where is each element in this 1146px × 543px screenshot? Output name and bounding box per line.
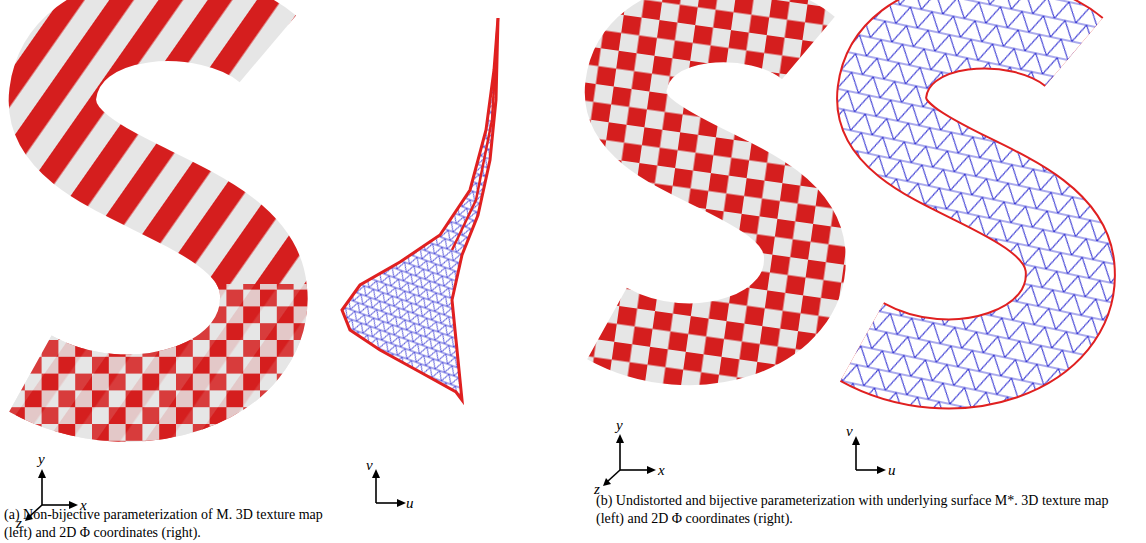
axis-label: y [616,418,623,433]
figure-caption: (b) Undistorted and bijective parameteri… [596,492,1116,527]
axis-label: u [406,496,414,511]
axis-label: y [38,452,45,467]
axis-label: v [366,458,373,473]
flat-mesh [862,24,1074,364]
axis-label: x [658,463,665,478]
s-surface-b [607,21,808,344]
axis-label: v [846,424,853,439]
s-surface-a [30,17,267,398]
figure-caption: (a) Non-bijective parameterization of M.… [4,506,344,541]
axis-label: u [888,463,896,478]
distorted-mesh [342,18,498,400]
